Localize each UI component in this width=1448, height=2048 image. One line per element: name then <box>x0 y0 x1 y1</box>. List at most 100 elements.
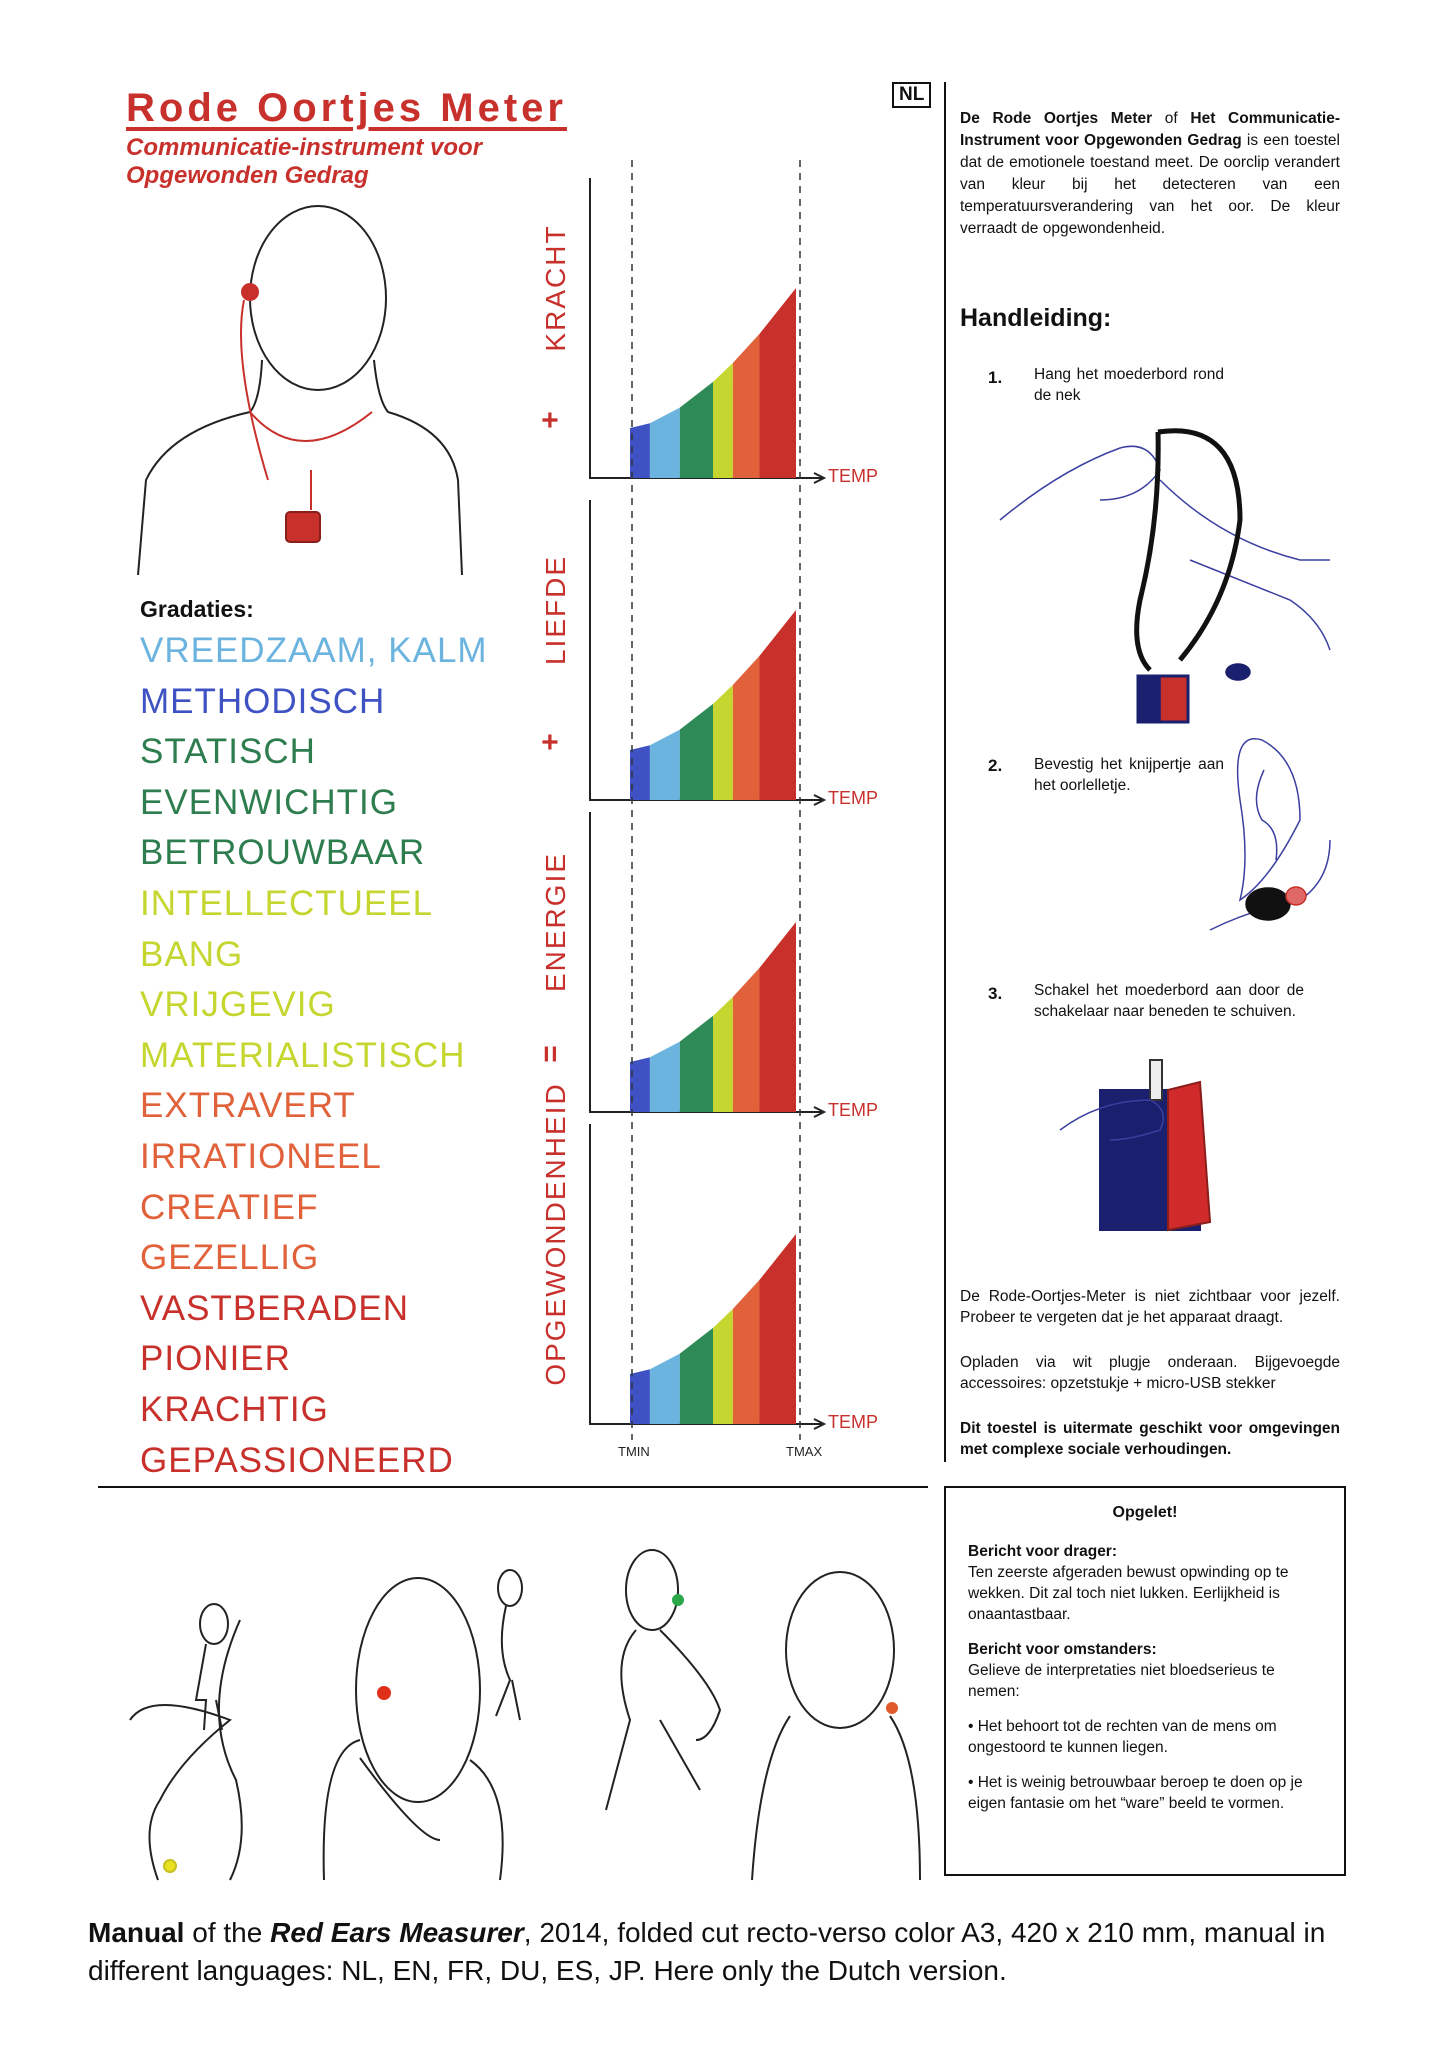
gradation-item: BANG <box>140 934 244 974</box>
step-1-number: 1. <box>988 368 1003 387</box>
graph-band <box>732 655 760 800</box>
graph-axis-arrow <box>813 794 827 806</box>
gradation-item: STATISCH <box>140 732 316 772</box>
caption-bold: Manual <box>88 1917 185 1948</box>
step-3-text: Schakel het moederbord aan door de schak… <box>1034 982 1304 1020</box>
graph-band <box>713 684 733 800</box>
gradation-item: GEPASSIONEERD <box>140 1440 454 1480</box>
graph-x-label: TEMP <box>828 788 879 808</box>
graph-band <box>649 1041 680 1112</box>
gradations-list: VREEDZAAM, KALM METHODISCH STATISCH EVENWIC… <box>140 626 488 1486</box>
wearer-illustration <box>137 205 463 576</box>
graph-x-label: TEMP <box>828 1100 879 1120</box>
intro-text: De Rode Oortjes Meter of Het Communicati… <box>960 108 1340 240</box>
caption-text-2: , 2014, folded cut recto-verso color A3,… <box>88 1917 1326 1986</box>
graph-operator: + <box>533 733 567 751</box>
graph-band <box>732 967 760 1112</box>
device-box-icon <box>285 511 321 543</box>
intro-of: of <box>1152 110 1191 127</box>
manual-heading: Handleiding: <box>960 304 1112 332</box>
note-charging: Opladen via wit plugje onderaan. Bijgevo… <box>960 1354 1340 1392</box>
graph-panels <box>589 178 827 1430</box>
step-3-number: 3. <box>988 984 1003 1003</box>
graph-band <box>630 745 650 800</box>
graph-band <box>679 381 713 478</box>
graph-band <box>679 703 713 800</box>
ear-clip-icon <box>377 1686 391 1700</box>
caption-text-1: of the <box>184 1917 271 1948</box>
switch-icon <box>1149 1059 1163 1101</box>
t-guide-lines <box>631 160 801 1440</box>
gradation-item: VRIJGEVIG <box>140 985 336 1025</box>
warning-bullet-1: • Het behoort tot de rechten van de mens… <box>968 1718 1277 1756</box>
graph-label: OPGEWONDENHEID <box>540 1082 571 1386</box>
graph-band <box>759 1234 796 1424</box>
step1-illustration <box>999 428 1331 724</box>
page-title: Rode Oortjes Meter <box>126 86 567 130</box>
page-subtitle: Communicatie-instrument voor Opgewonden … <box>126 134 483 189</box>
step-1-text: Hang het moederbord rond de nek <box>1034 366 1224 404</box>
bystander-text: Gelieve de interpretaties niet bloedseri… <box>968 1662 1275 1700</box>
graph-band <box>713 1308 733 1424</box>
note-visibility: De Rode-Oortjes-Meter is niet zichtbaar … <box>960 1288 1340 1326</box>
ear-clip-icon <box>163 1859 177 1873</box>
graph-band <box>649 1353 680 1424</box>
warning-box: Opgelet! Bericht voor drager: Ten zeerst… <box>944 1486 1346 1876</box>
graph-band <box>713 996 733 1112</box>
graph-label: LIEFDE <box>540 554 571 666</box>
graph-band <box>732 333 760 478</box>
gradation-item: INTELLECTUEEL <box>140 883 434 923</box>
caption-work-title: Red Ears Measurer <box>270 1917 524 1948</box>
ear-clip-icon <box>241 283 259 301</box>
graph-x-label: TEMP <box>828 1412 879 1432</box>
graph-axis-arrow <box>813 472 827 484</box>
graph-band <box>759 288 796 478</box>
step-2-number: 2. <box>988 756 1003 775</box>
graph-operator: + <box>533 411 567 429</box>
warning-heading: Opgelet! <box>1112 1504 1178 1521</box>
graph-band <box>713 362 733 478</box>
graph-axis-arrow <box>813 1106 827 1118</box>
column-divider <box>944 82 946 1462</box>
note-suitability: Dit toestel is uitermate geschikt voor o… <box>960 1420 1340 1458</box>
gradation-item: GEZELLIG <box>140 1238 320 1278</box>
graph-operator: = <box>533 1045 567 1063</box>
graph-band <box>759 922 796 1112</box>
ear-clip-icon <box>1245 887 1291 921</box>
ear-clip-icon <box>886 1702 898 1714</box>
gradation-item: MATERIALISTISCH <box>140 1035 466 1075</box>
gradation-item: PIONIER <box>140 1339 291 1379</box>
intro-rest: is een toestel dat de emotionele toestan… <box>960 132 1340 237</box>
graph-band <box>759 610 796 800</box>
gradations-heading: Gradaties: <box>140 596 254 622</box>
gradation-item: IRRATIONEEL <box>140 1136 382 1176</box>
graph-band <box>649 729 680 800</box>
gradation-item: EVENWICHTIG <box>140 782 398 822</box>
graph-axis-arrow <box>813 1418 827 1430</box>
graph-band <box>630 1057 650 1112</box>
wearer-title: Bericht voor drager: <box>968 1543 1118 1560</box>
bystander-title: Bericht voor omstanders: <box>968 1641 1157 1658</box>
gradation-item: METHODISCH <box>140 681 386 721</box>
ear-clip-icon <box>672 1594 684 1606</box>
step-2-text: Bevestig het knijpertje aan het oorlelle… <box>1034 756 1224 794</box>
crowd-illustration <box>129 1549 921 1881</box>
graph-band <box>679 1327 713 1424</box>
graph-band <box>649 407 680 478</box>
gradation-item: VASTBERADEN <box>140 1288 410 1328</box>
section-divider <box>98 1486 928 1488</box>
t-marker-label: TMIN <box>618 1444 650 1459</box>
gradation-item: KRACHTIG <box>140 1389 329 1429</box>
language-tag: NL <box>892 82 932 108</box>
gradation-item: VREEDZAAM, KALM <box>140 631 488 670</box>
gradation-item: EXTRAVERT <box>140 1086 356 1126</box>
intro-name-2: Het Communicatie-Instrument voor Opgewon… <box>960 110 1340 149</box>
step3-illustration <box>1059 1059 1212 1232</box>
ear-clip-icon <box>1225 663 1251 681</box>
step2-illustration <box>1209 738 1331 931</box>
intro-name-1: De Rode Oortjes Meter <box>960 110 1153 127</box>
figure-caption: Manual of the Red Ears Measurer, 2014, f… <box>88 1914 1378 1990</box>
graph-band <box>679 1015 713 1112</box>
graph-label: KRACHT <box>540 224 571 352</box>
